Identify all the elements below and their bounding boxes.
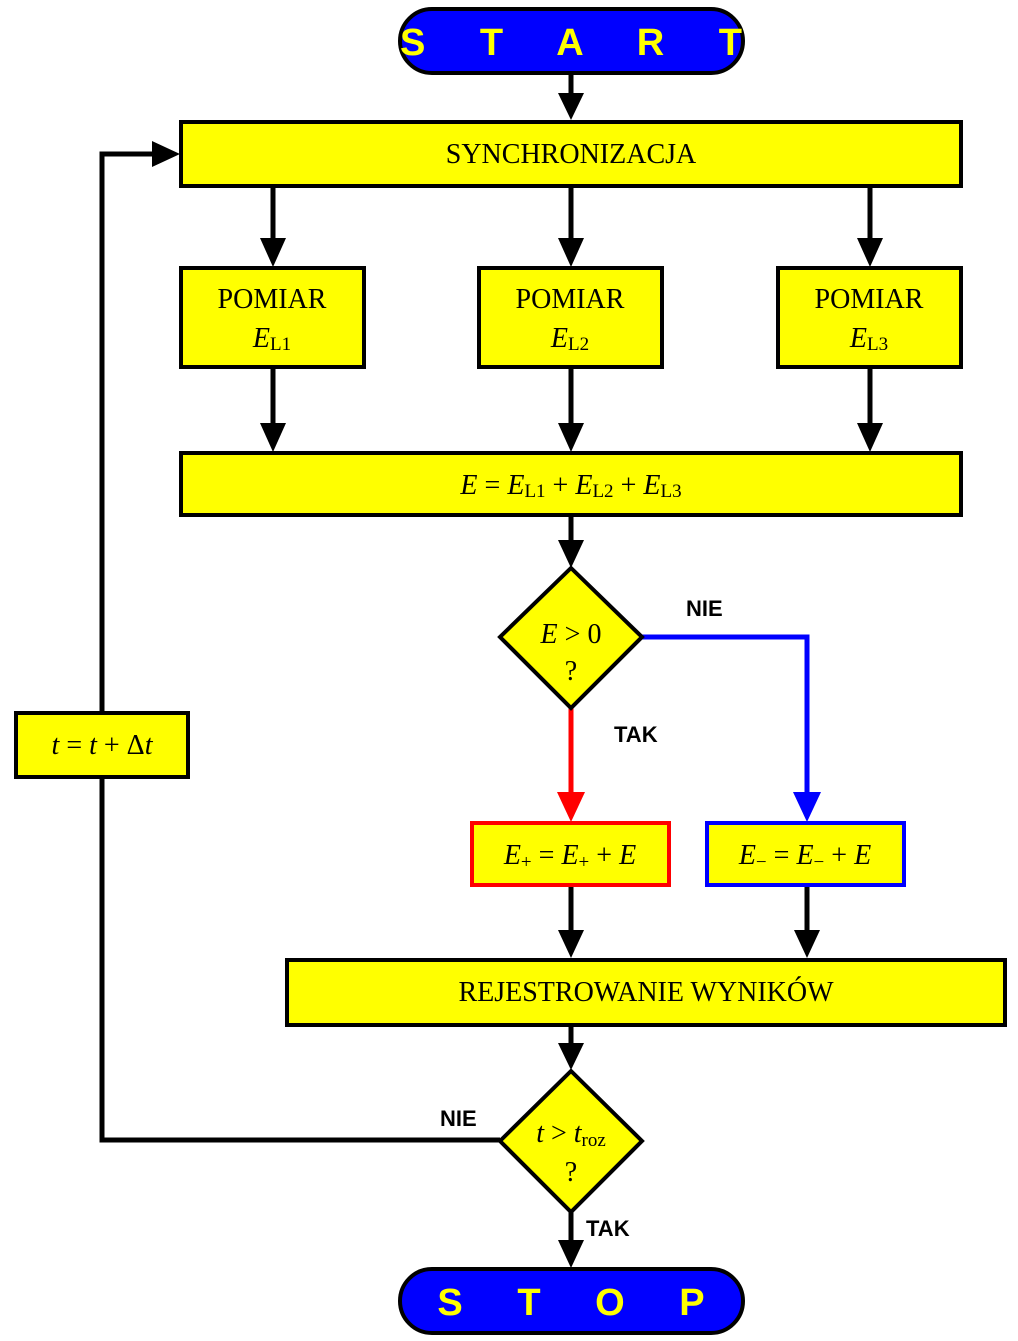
sum-box: E = EL1 + EL2 + EL3 bbox=[179, 451, 963, 517]
arrowhead-sum-1 bbox=[260, 423, 286, 452]
measure-3-title: POMIAR bbox=[815, 284, 924, 315]
arrowhead-sum-2 bbox=[558, 423, 584, 452]
decision-2: t > troz ? bbox=[497, 1068, 645, 1215]
measure-box-2: POMIAR EL2 bbox=[477, 266, 664, 369]
decision-2-yes-label: TAK bbox=[586, 1216, 630, 1241]
eplus-box: E+ = E+ + E bbox=[470, 821, 671, 887]
sync-box: SYNCHRONIZACJA bbox=[179, 120, 963, 188]
decision-1-condition: E > 0 bbox=[540, 619, 602, 650]
arrowhead-m3 bbox=[857, 238, 883, 267]
measure-2-var: EL2 bbox=[550, 323, 589, 355]
increment-formula: t = t + Δt bbox=[52, 730, 154, 761]
arrowhead-eminus bbox=[793, 792, 821, 822]
arrowhead-d1 bbox=[558, 540, 584, 568]
connectors bbox=[99, 73, 873, 1245]
sync-label: SYNCHRONIZACJA bbox=[446, 139, 697, 170]
eminus-box: E− = E− + E bbox=[705, 821, 906, 887]
register-box: REJESTROWANIE WYNIKÓW bbox=[285, 958, 1007, 1027]
arrowhead-register-2 bbox=[794, 930, 820, 958]
stop-label: S T O P bbox=[437, 1282, 726, 1324]
arrowhead-m2 bbox=[558, 238, 584, 267]
decision-2-no-label: NIE bbox=[440, 1106, 477, 1131]
decision-1-yes-label: TAK bbox=[614, 722, 658, 747]
eminus-formula: E− = E− + E bbox=[738, 840, 871, 873]
arrowhead-stop bbox=[558, 1240, 584, 1268]
decision-1: E > 0 ? bbox=[497, 565, 645, 711]
eplus-formula: E+ = E+ + E bbox=[503, 840, 636, 873]
arrowhead-loop bbox=[152, 141, 180, 167]
measure-3-var: EL3 bbox=[849, 323, 888, 355]
measure-1-title: POMIAR bbox=[218, 284, 327, 315]
arrowhead-sum-3 bbox=[857, 423, 883, 452]
arrowheads bbox=[152, 93, 883, 1268]
stop-terminal: S T O P bbox=[398, 1267, 745, 1335]
decision-2-question: ? bbox=[565, 1157, 577, 1188]
arrowhead-register-1 bbox=[558, 930, 584, 958]
measure-box-1: POMIAR EL1 bbox=[179, 266, 366, 369]
sum-formula: E = EL1 + EL2 + EL3 bbox=[459, 470, 681, 502]
arrowhead-eplus bbox=[557, 792, 585, 822]
arrowhead-sync bbox=[558, 93, 584, 120]
arrowhead-m1 bbox=[260, 238, 286, 267]
start-terminal: S T A R T bbox=[398, 7, 764, 75]
measure-box-3: POMIAR EL3 bbox=[776, 266, 963, 369]
connector-loop-upper bbox=[99, 151, 154, 713]
connector-d1-no bbox=[642, 634, 810, 795]
start-label: S T A R T bbox=[400, 22, 764, 64]
decision-1-question: ? bbox=[565, 656, 577, 687]
decision-2-condition: t > troz bbox=[536, 1118, 606, 1151]
connector-loop-lower bbox=[99, 777, 500, 1143]
decision-1-no-label: NIE bbox=[686, 596, 723, 621]
measure-2-title: POMIAR bbox=[516, 284, 625, 315]
register-label: REJESTROWANIE WYNIKÓW bbox=[458, 977, 834, 1008]
arrowhead-d2 bbox=[558, 1043, 584, 1070]
increment-box: t = t + Δt bbox=[14, 711, 190, 779]
measure-1-var: EL1 bbox=[252, 323, 291, 355]
